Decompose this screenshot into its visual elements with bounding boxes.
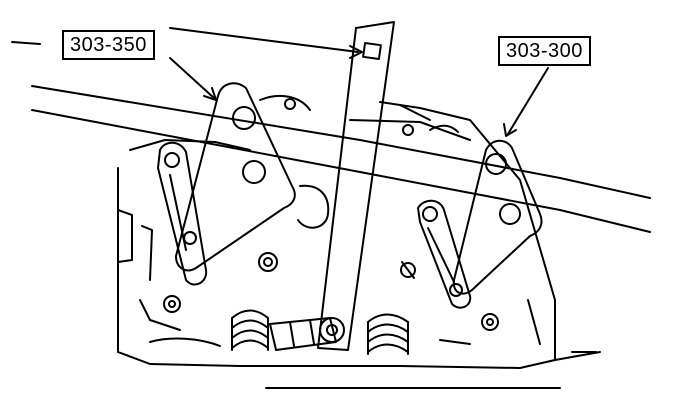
casting-details xyxy=(141,184,597,353)
tool-plate-right xyxy=(452,139,543,295)
right-rocker-link xyxy=(417,199,472,309)
leader-line-b xyxy=(503,67,549,137)
cam-follower xyxy=(269,317,337,351)
callout-label-303-350: 303-350 xyxy=(62,30,155,60)
valve-spring-right xyxy=(367,313,409,355)
head-ridge-detail xyxy=(259,94,459,136)
lever-bar xyxy=(317,21,395,351)
tool-plate-left xyxy=(175,82,296,272)
camshaft xyxy=(11,41,651,233)
leader-line-a2 xyxy=(169,57,217,101)
head-bolts xyxy=(163,252,499,331)
cylinder-head-outline xyxy=(117,101,601,389)
valve-spring-left xyxy=(231,309,269,351)
left-rocker-link xyxy=(157,141,208,286)
leader-line-a xyxy=(169,27,363,59)
callout-label-303-300: 303-300 xyxy=(498,36,591,66)
